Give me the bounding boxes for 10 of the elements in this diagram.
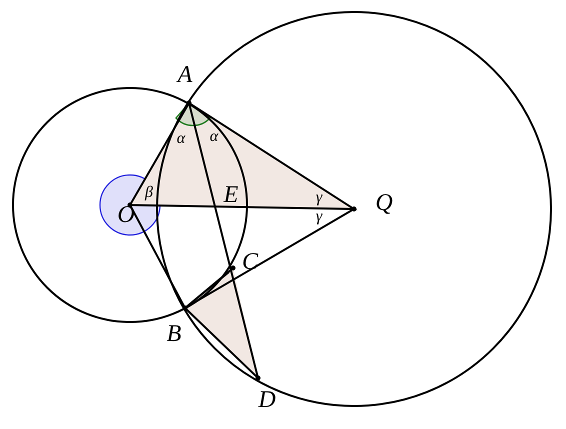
angle-label: α: [210, 129, 218, 145]
angle-label: γ: [316, 190, 322, 206]
point-label: Q: [375, 191, 393, 215]
angle-label: β: [145, 185, 153, 201]
angle-label: γ: [316, 209, 322, 225]
point-label: E: [224, 183, 238, 207]
point-label: B: [166, 322, 182, 346]
point-label: A: [178, 63, 192, 87]
angle-label: α: [176, 131, 186, 147]
point-label: D: [258, 388, 276, 412]
